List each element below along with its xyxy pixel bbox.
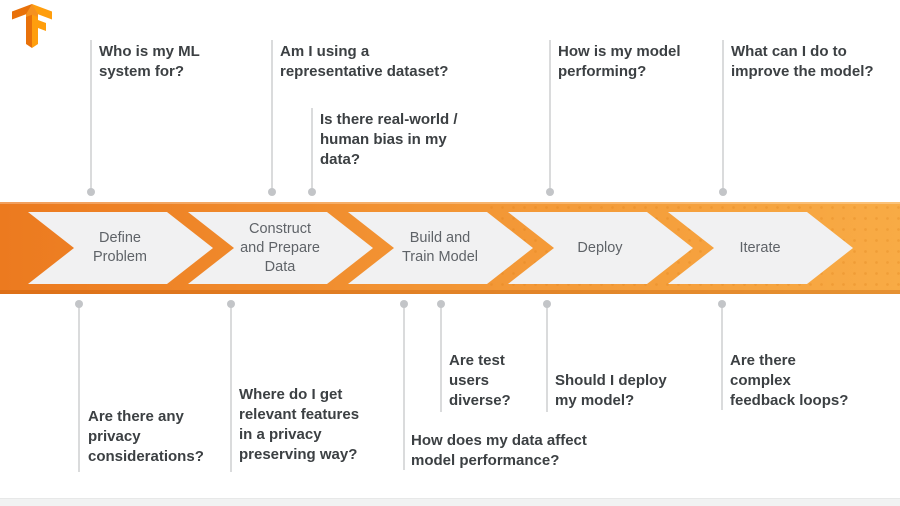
- question-bottom-feedback-loops: Are there complex feedback loops?: [730, 352, 849, 409]
- connector-line: [230, 302, 232, 472]
- connector-line: [440, 302, 442, 412]
- connector-dot: [400, 300, 408, 308]
- question-bottom-relevant-features: Where do I get relevant features in a pr…: [239, 386, 360, 463]
- connector-line: [271, 40, 273, 192]
- connector-dot: [227, 300, 235, 308]
- question-top-improve-model: What can I do to improve the model?: [731, 43, 874, 80]
- stage-label-define-problem: Define Problem: [93, 230, 147, 265]
- connector-dot: [308, 188, 316, 196]
- connector-line: [722, 40, 724, 192]
- question-top-who-is-system-for: Who is my ML system for?: [99, 43, 200, 80]
- question-bottom-privacy-considerations: Are there any privacy considerations?: [88, 408, 204, 465]
- connector-line: [549, 40, 551, 192]
- pipeline-band: Define Problem Construct and Prepare Dat…: [0, 202, 900, 294]
- connector-dot: [437, 300, 445, 308]
- connector-line: [311, 108, 313, 192]
- question-bottom-test-users-diverse: Are test users diverse?: [449, 352, 511, 409]
- connector-line: [721, 302, 723, 410]
- footer-strip: [0, 498, 900, 506]
- connector-dot: [719, 188, 727, 196]
- stage-label-iterate: Iterate: [739, 239, 781, 256]
- connector-line: [546, 302, 548, 412]
- tensorflow-logo-icon: [12, 4, 52, 48]
- connector-dot: [543, 300, 551, 308]
- connector-dot: [268, 188, 276, 196]
- connector-dot: [75, 300, 83, 308]
- connector-dot: [718, 300, 726, 308]
- stage-label-construct-data: Construct and Prepare Data: [240, 220, 320, 275]
- connector-dot: [87, 188, 95, 196]
- question-bottom-data-affect-performance: How does my data affect model performanc…: [411, 432, 587, 469]
- stage-label-build-train: Build and Train Model: [401, 230, 479, 265]
- connector-line: [78, 302, 80, 472]
- question-top-representative-dataset: Am I using a representative dataset?: [280, 43, 449, 80]
- question-bottom-should-deploy: Should I deploy my model?: [555, 372, 667, 409]
- connector-dot: [546, 188, 554, 196]
- stage-label-deploy: Deploy: [577, 239, 623, 256]
- question-top-model-performing: How is my model performing?: [558, 43, 681, 80]
- question-top-human-bias: Is there real-world / human bias in my d…: [320, 111, 458, 168]
- connector-line: [90, 40, 92, 192]
- connector-line: [403, 302, 405, 470]
